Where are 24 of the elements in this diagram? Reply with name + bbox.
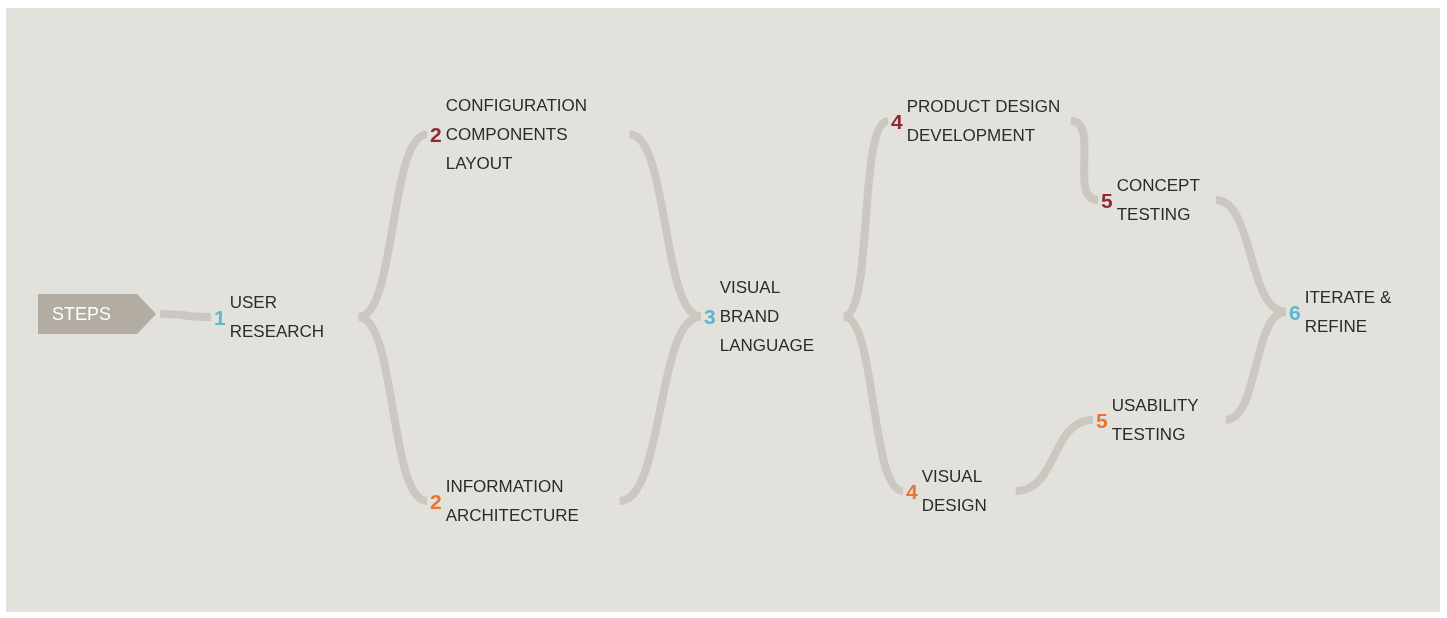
step-number: 6 xyxy=(1289,301,1301,323)
connector-band xyxy=(842,312,905,495)
step-number: 3 xyxy=(704,306,716,327)
step-number: 5 xyxy=(1096,409,1108,431)
step-label: CONCEPT TESTING xyxy=(1116,175,1201,226)
connector-band xyxy=(159,310,212,321)
step-label: CONFIGURATION COMPONENTS LAYOUT xyxy=(445,95,589,175)
connector-band xyxy=(1015,416,1094,495)
step-number: 2 xyxy=(430,124,442,145)
step-label: VISUAL DESIGN xyxy=(921,466,988,517)
step-number: 1 xyxy=(214,306,226,328)
connector-band xyxy=(1069,117,1099,204)
step-label: VISUAL BRAND LANGUAGE xyxy=(719,277,816,357)
steps-tag: STEPS xyxy=(38,294,156,334)
step-label: PRODUCT DESIGN DEVELOPMENT xyxy=(906,96,1062,147)
step-number: 5 xyxy=(1101,189,1113,211)
step-label: INFORMATION ARCHITECTURE xyxy=(445,476,580,527)
step-label: USABILITY TESTING xyxy=(1111,395,1200,446)
step-label: ITERATE & REFINE xyxy=(1304,287,1393,338)
connector-band xyxy=(357,313,429,505)
step-number: 4 xyxy=(906,480,918,502)
step-number: 4 xyxy=(891,110,903,132)
step-label: USER RESEARCH xyxy=(229,292,326,343)
step-number: 2 xyxy=(430,490,442,512)
